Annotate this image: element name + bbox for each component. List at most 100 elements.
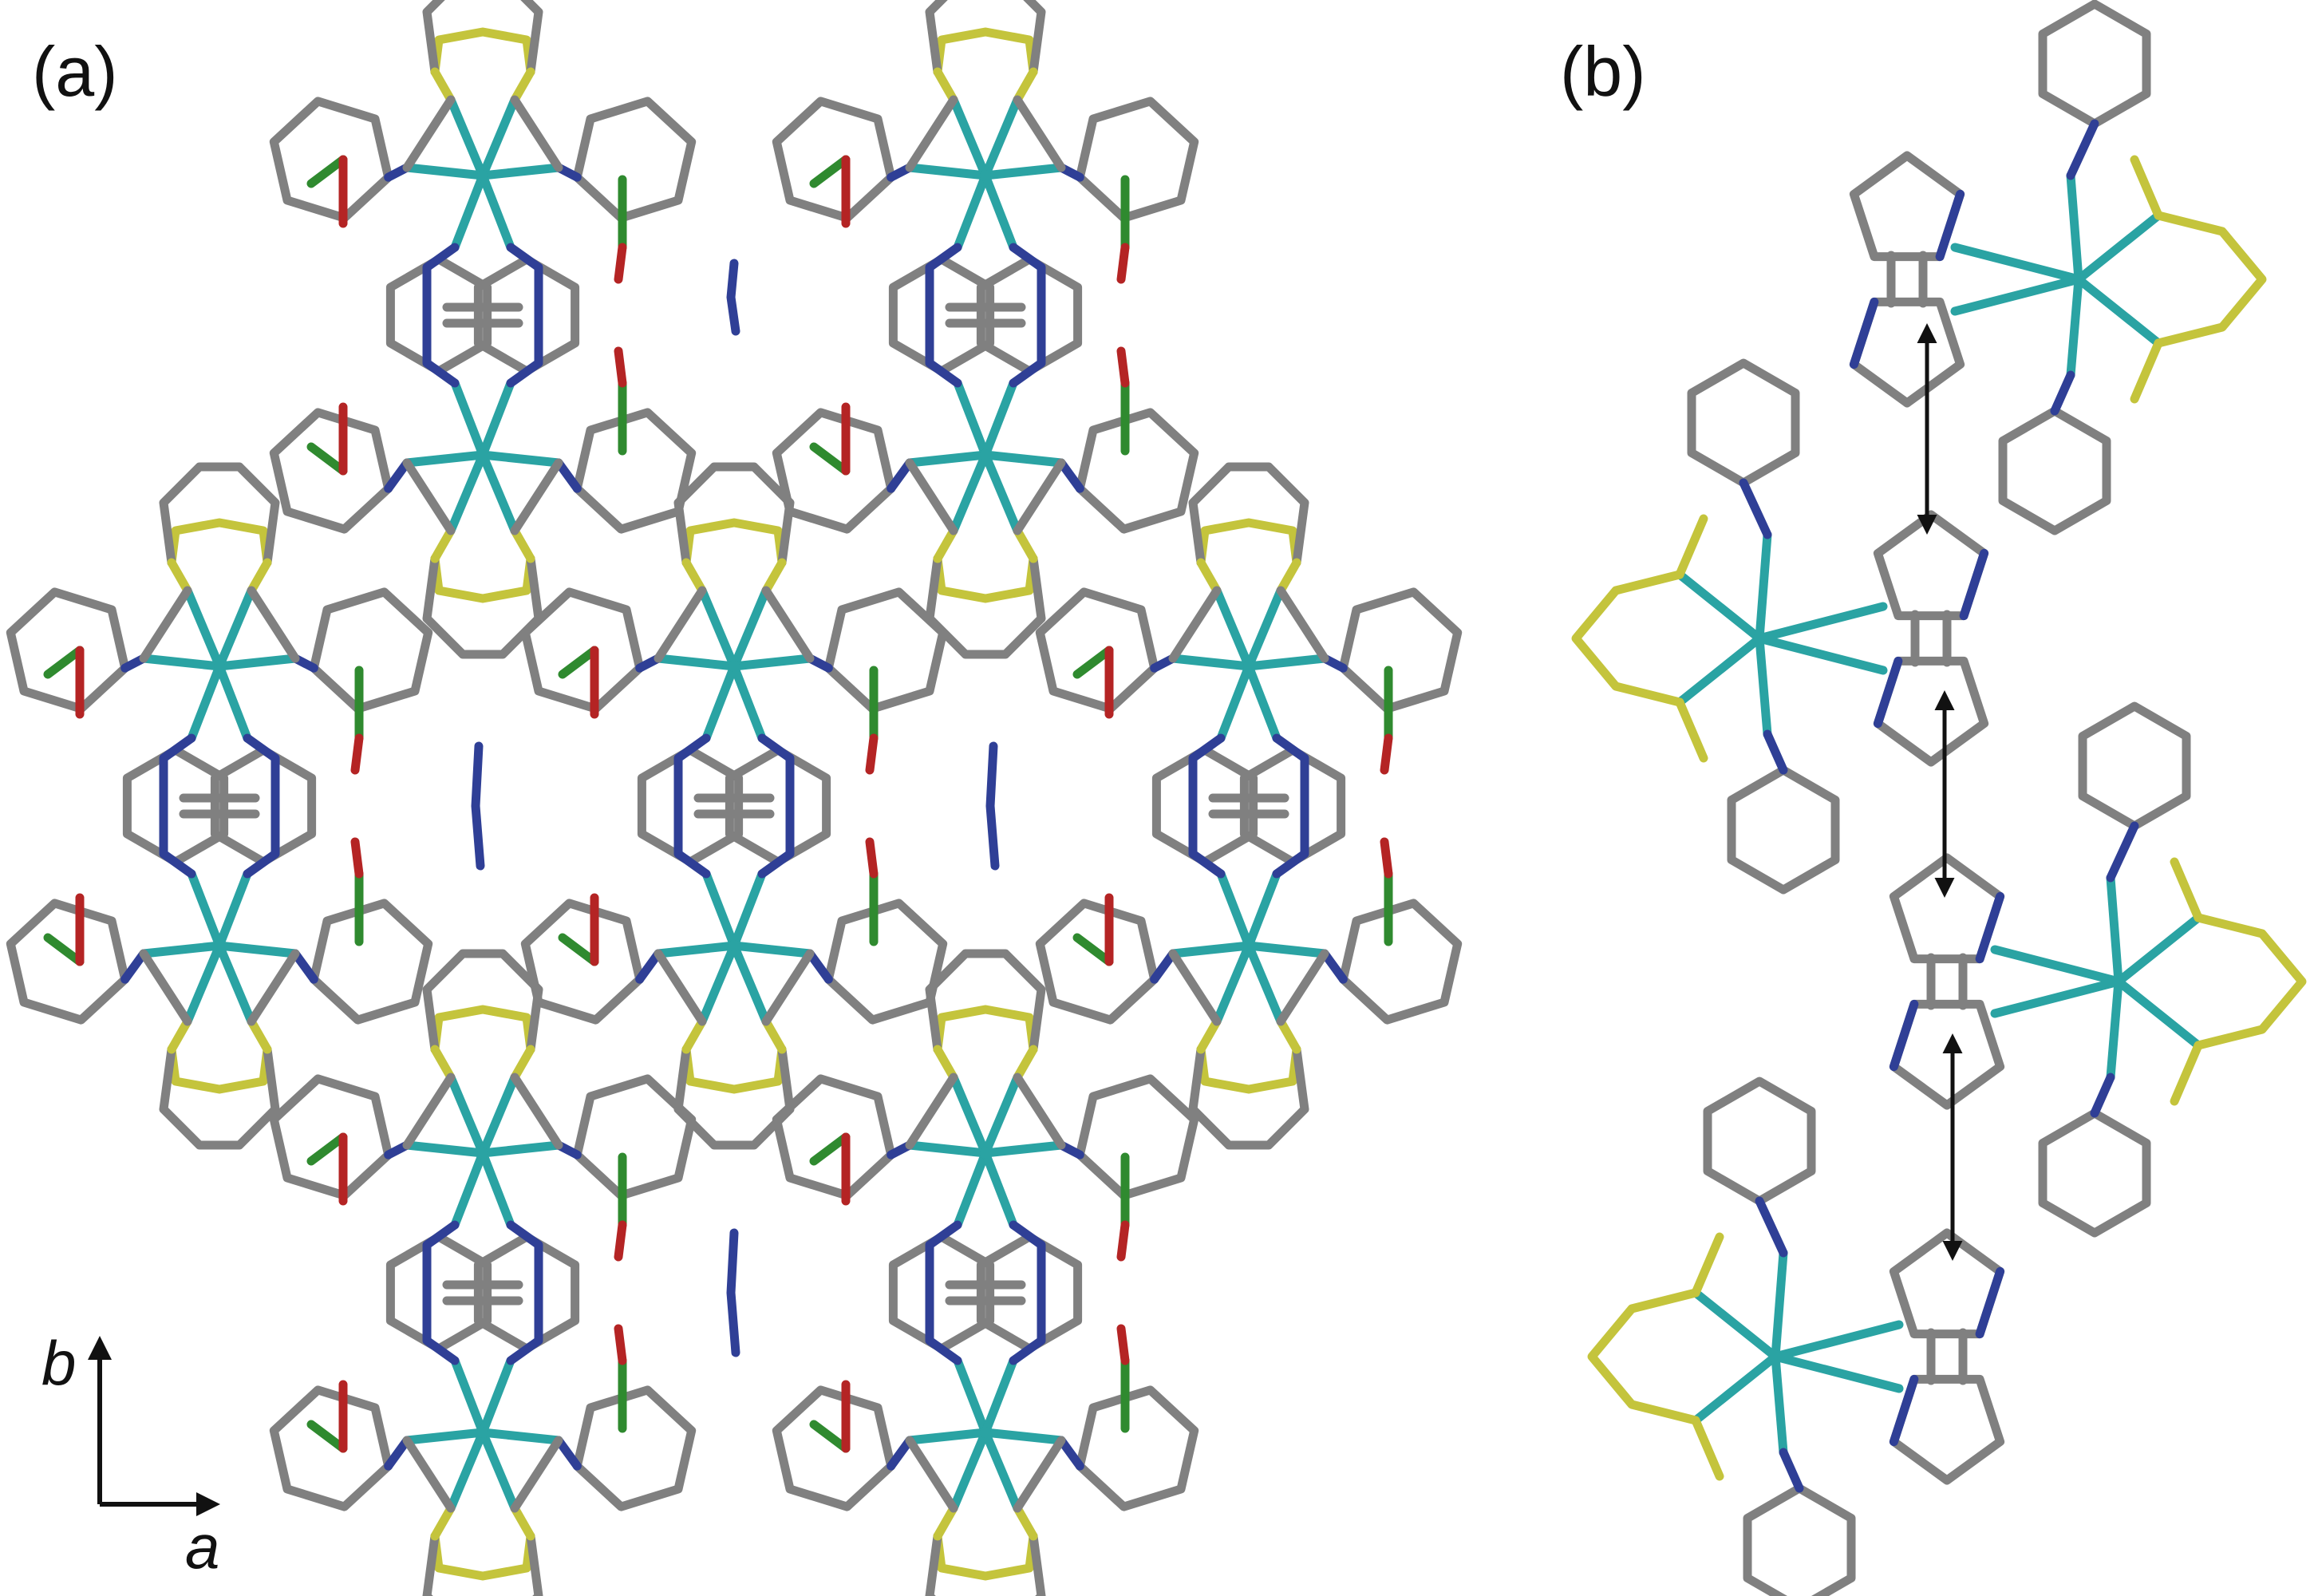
metal-sulfur-bond bbox=[1675, 634, 1764, 707]
metal-nitrogen-bond bbox=[215, 941, 300, 958]
linker bbox=[905, 1073, 958, 1150]
sulfur-bond bbox=[761, 1017, 787, 1054]
thioether-backbone bbox=[925, 1531, 1046, 1596]
metal-nitrogen-bond bbox=[215, 654, 300, 671]
metal-sulfur-bond bbox=[981, 1428, 1022, 1513]
thioether-chain bbox=[430, 1005, 535, 1054]
counterion-bond bbox=[558, 646, 599, 679]
linker bbox=[402, 95, 456, 172]
metal-sulfur-bond bbox=[183, 586, 224, 671]
sulfur-bond bbox=[1691, 1232, 1724, 1298]
linker bbox=[510, 458, 563, 535]
metal-center bbox=[1243, 940, 1254, 951]
sulfur-bond bbox=[167, 558, 192, 595]
dimer-unit bbox=[772, 0, 1199, 659]
linker bbox=[905, 458, 958, 535]
thioether-backbone bbox=[159, 1045, 280, 1150]
metal-sulfur-bond bbox=[981, 1073, 1022, 1158]
pyridyl-nitrogen bbox=[554, 1436, 582, 1471]
metal-bridge-bond bbox=[215, 869, 252, 950]
metal-nitrogen-bond bbox=[1950, 275, 2083, 316]
metal-center bbox=[980, 170, 991, 181]
thioether-backbone bbox=[422, 949, 543, 1054]
metal-sulfur-bond bbox=[2114, 977, 2203, 1050]
pyridyl-nitrogen bbox=[1056, 458, 1084, 493]
bridging-ring bbox=[1239, 745, 1346, 867]
imidazole-ring bbox=[1849, 297, 1965, 408]
counterion-bond bbox=[1380, 733, 1393, 775]
linker bbox=[1013, 1073, 1066, 1150]
counterion-bond bbox=[306, 442, 348, 476]
metal-nitrogen-bond bbox=[402, 450, 488, 468]
sulfur-bond bbox=[510, 67, 535, 105]
sulfur-bond bbox=[1013, 67, 1038, 105]
metal-nitrogen-bond bbox=[1168, 941, 1254, 958]
metal-nitrogen-bond bbox=[1771, 1320, 1904, 1361]
metal-center bbox=[477, 449, 488, 460]
metal-sulfur-bond bbox=[1691, 1288, 1780, 1361]
metal-nitrogen-bond bbox=[1950, 243, 2083, 284]
metal-center bbox=[980, 449, 991, 460]
sulfur-bond bbox=[1276, 558, 1301, 595]
thioether-chain bbox=[2154, 211, 2267, 348]
metal-bridge-bond bbox=[187, 662, 224, 743]
bridging-nitrogen-edge bbox=[1009, 243, 1046, 388]
ring-nitrogen-edge bbox=[1975, 891, 2005, 964]
linker bbox=[139, 949, 192, 1026]
linker bbox=[1013, 1436, 1066, 1513]
metal-sulfur-bond bbox=[478, 95, 519, 180]
bridging-nitrogen-edge bbox=[757, 733, 795, 879]
metal-nitrogen-bond bbox=[1755, 530, 1772, 643]
bridging-nitrogen-edge bbox=[1188, 733, 1226, 879]
pyridyl-ring bbox=[1703, 1077, 1816, 1206]
sulfur-bond bbox=[2170, 857, 2203, 922]
linker bbox=[247, 586, 300, 663]
thioether-backbone bbox=[925, 949, 1046, 1054]
sulfur-bond bbox=[933, 526, 958, 563]
stacked-molecule bbox=[1571, 358, 1989, 895]
counterion-bond bbox=[1116, 1220, 1130, 1262]
metal-sulfur-bond bbox=[446, 1073, 488, 1158]
pyridyl-ring bbox=[1075, 1385, 1199, 1511]
bridging-ring bbox=[473, 255, 580, 376]
pyridyl-nitrogen bbox=[384, 458, 412, 493]
metal-center bbox=[980, 1427, 991, 1438]
thioether-chain bbox=[1196, 518, 1301, 567]
metal-sulfur-bond bbox=[446, 1428, 488, 1513]
metal-sulfur-bond bbox=[981, 450, 1022, 535]
thioether-chain bbox=[681, 518, 787, 567]
sulfur-bond bbox=[247, 1017, 272, 1054]
metal-center bbox=[1243, 661, 1254, 672]
pyridyl-ring bbox=[2038, 1108, 2151, 1238]
thioether-chain bbox=[681, 1045, 787, 1094]
pyridyl-nitrogen bbox=[635, 949, 663, 984]
bridging-ring bbox=[1151, 745, 1258, 867]
panel-a-packing-view: (a) b a bbox=[6, 0, 1463, 1596]
bridging-ring bbox=[122, 745, 229, 867]
metal-nitrogen-bond bbox=[2106, 977, 2123, 1082]
thioether-backbone bbox=[673, 1045, 795, 1150]
metal-bridge-bond bbox=[953, 171, 990, 252]
bridging-ring bbox=[888, 1232, 995, 1353]
pyridyl-nitrogen bbox=[1320, 949, 1348, 984]
panel-a-label: (a) bbox=[32, 32, 118, 111]
pyridyl-nitrogen bbox=[120, 949, 148, 984]
pyridyl-nitrogen bbox=[2066, 119, 2099, 180]
metal-nitrogen-bond bbox=[981, 450, 1066, 468]
dimer-unit bbox=[520, 462, 948, 1150]
counterion-bond bbox=[306, 155, 348, 188]
pyridyl-ring bbox=[1687, 358, 1800, 488]
metal-nitrogen-bond bbox=[905, 450, 990, 468]
bridging-nitrogen-edge bbox=[506, 1220, 543, 1365]
pyridyl-ring bbox=[572, 1074, 697, 1200]
pyridyl-ring bbox=[520, 587, 645, 713]
sulfur-bond bbox=[2130, 155, 2163, 220]
counterion-bond bbox=[809, 442, 851, 476]
sulfur-bond bbox=[2170, 1041, 2203, 1106]
linker bbox=[1276, 586, 1329, 663]
metal-bridge-bond bbox=[981, 378, 1018, 460]
stacked-molecule bbox=[1849, 0, 2267, 535]
metal-bridge-bond bbox=[1244, 662, 1281, 743]
thioether-chain bbox=[1196, 1045, 1301, 1094]
metal-bridge-bond bbox=[450, 1356, 488, 1437]
